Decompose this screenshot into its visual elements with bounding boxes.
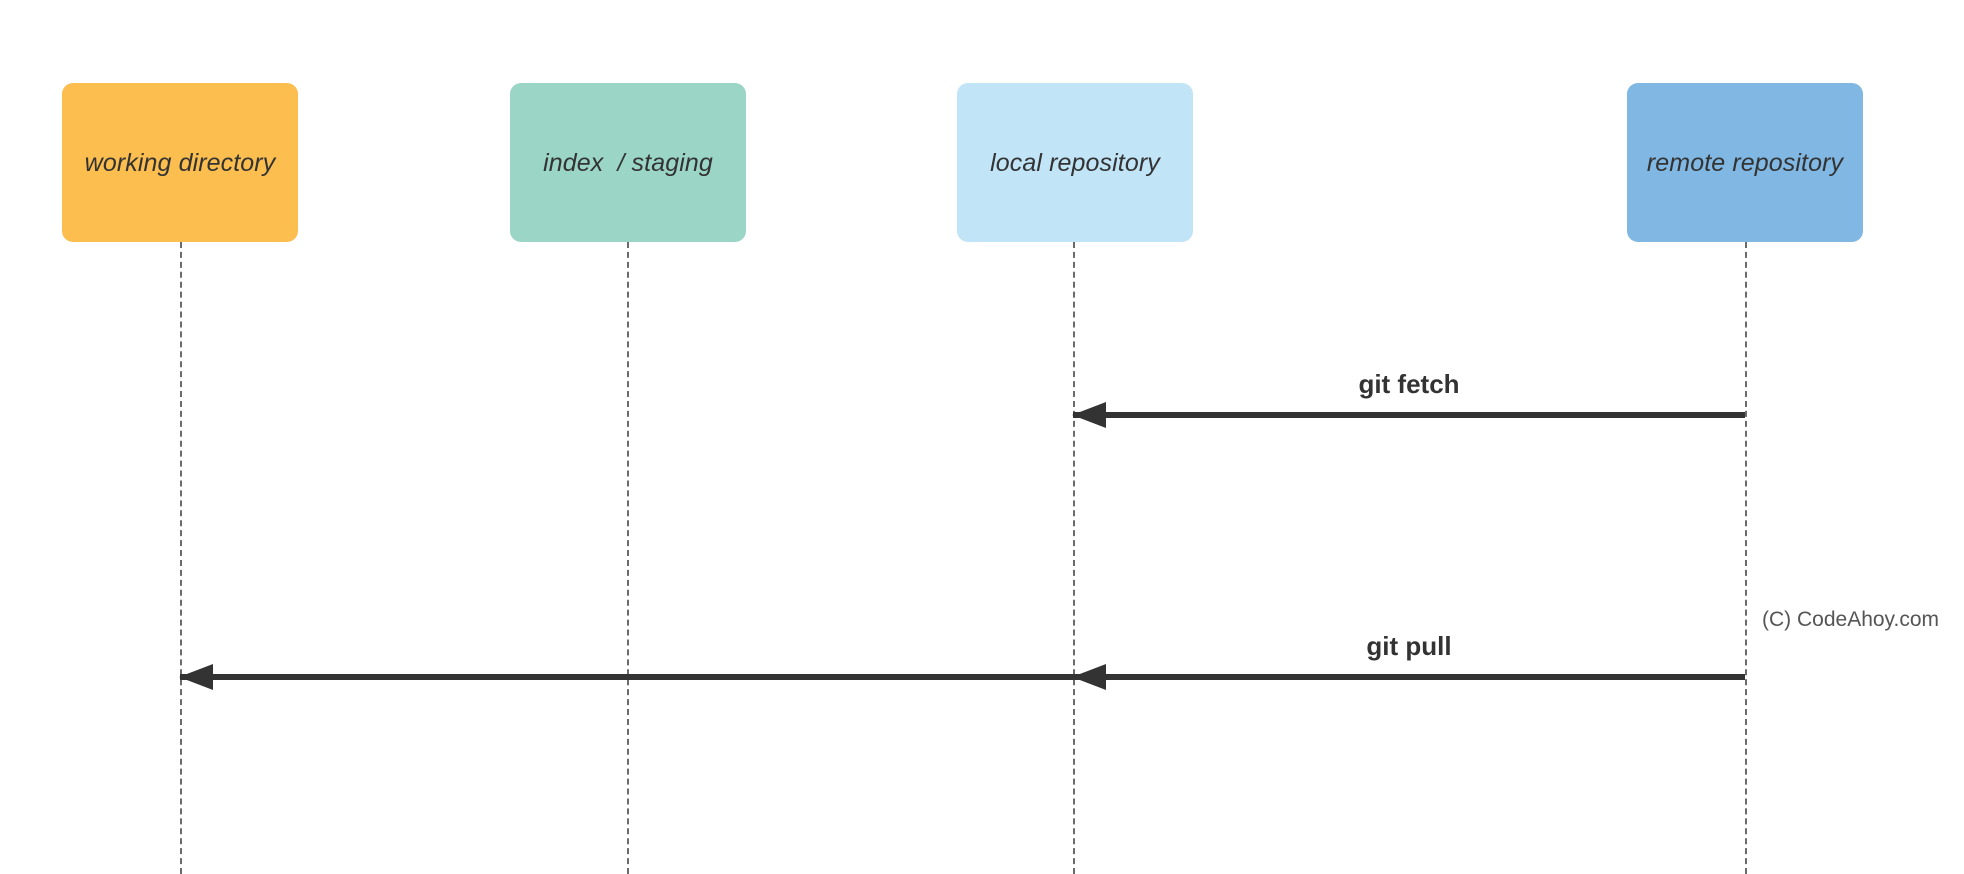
message-label-git-fetch: git fetch — [1358, 369, 1460, 399]
participant-working-directory[interactable]: working directory — [62, 83, 298, 242]
participant-label-working-directory: working directory — [84, 148, 276, 177]
lifeline-index-staging — [627, 242, 629, 874]
participant-index-staging[interactable]: index / staging — [510, 83, 746, 242]
arrow-left-icon — [179, 664, 213, 690]
watermark-copyright: (C) CodeAhoy.com — [1762, 608, 1940, 631]
lifeline-local-repository — [1073, 242, 1075, 874]
participant-label-local-repository: local repository — [990, 148, 1160, 177]
lifeline-working-directory — [180, 242, 182, 874]
participant-remote-repository[interactable]: remote repository — [1627, 83, 1863, 242]
participant-label-remote-repository: remote repository — [1646, 148, 1844, 177]
arrow-left-icon — [1072, 664, 1106, 690]
participant-label-index-staging: index / staging — [543, 148, 713, 177]
lifeline-remote-repository — [1745, 242, 1747, 874]
participant-local-repository[interactable]: local repository — [957, 83, 1193, 242]
arrow-left-icon — [1072, 402, 1106, 428]
message-line-git-fetch — [1073, 412, 1745, 418]
message-line-git-pull-remote-to-local — [1073, 674, 1745, 680]
message-label-git-pull: git pull — [1366, 631, 1452, 661]
message-line-git-pull-local-to-working — [180, 674, 1073, 680]
